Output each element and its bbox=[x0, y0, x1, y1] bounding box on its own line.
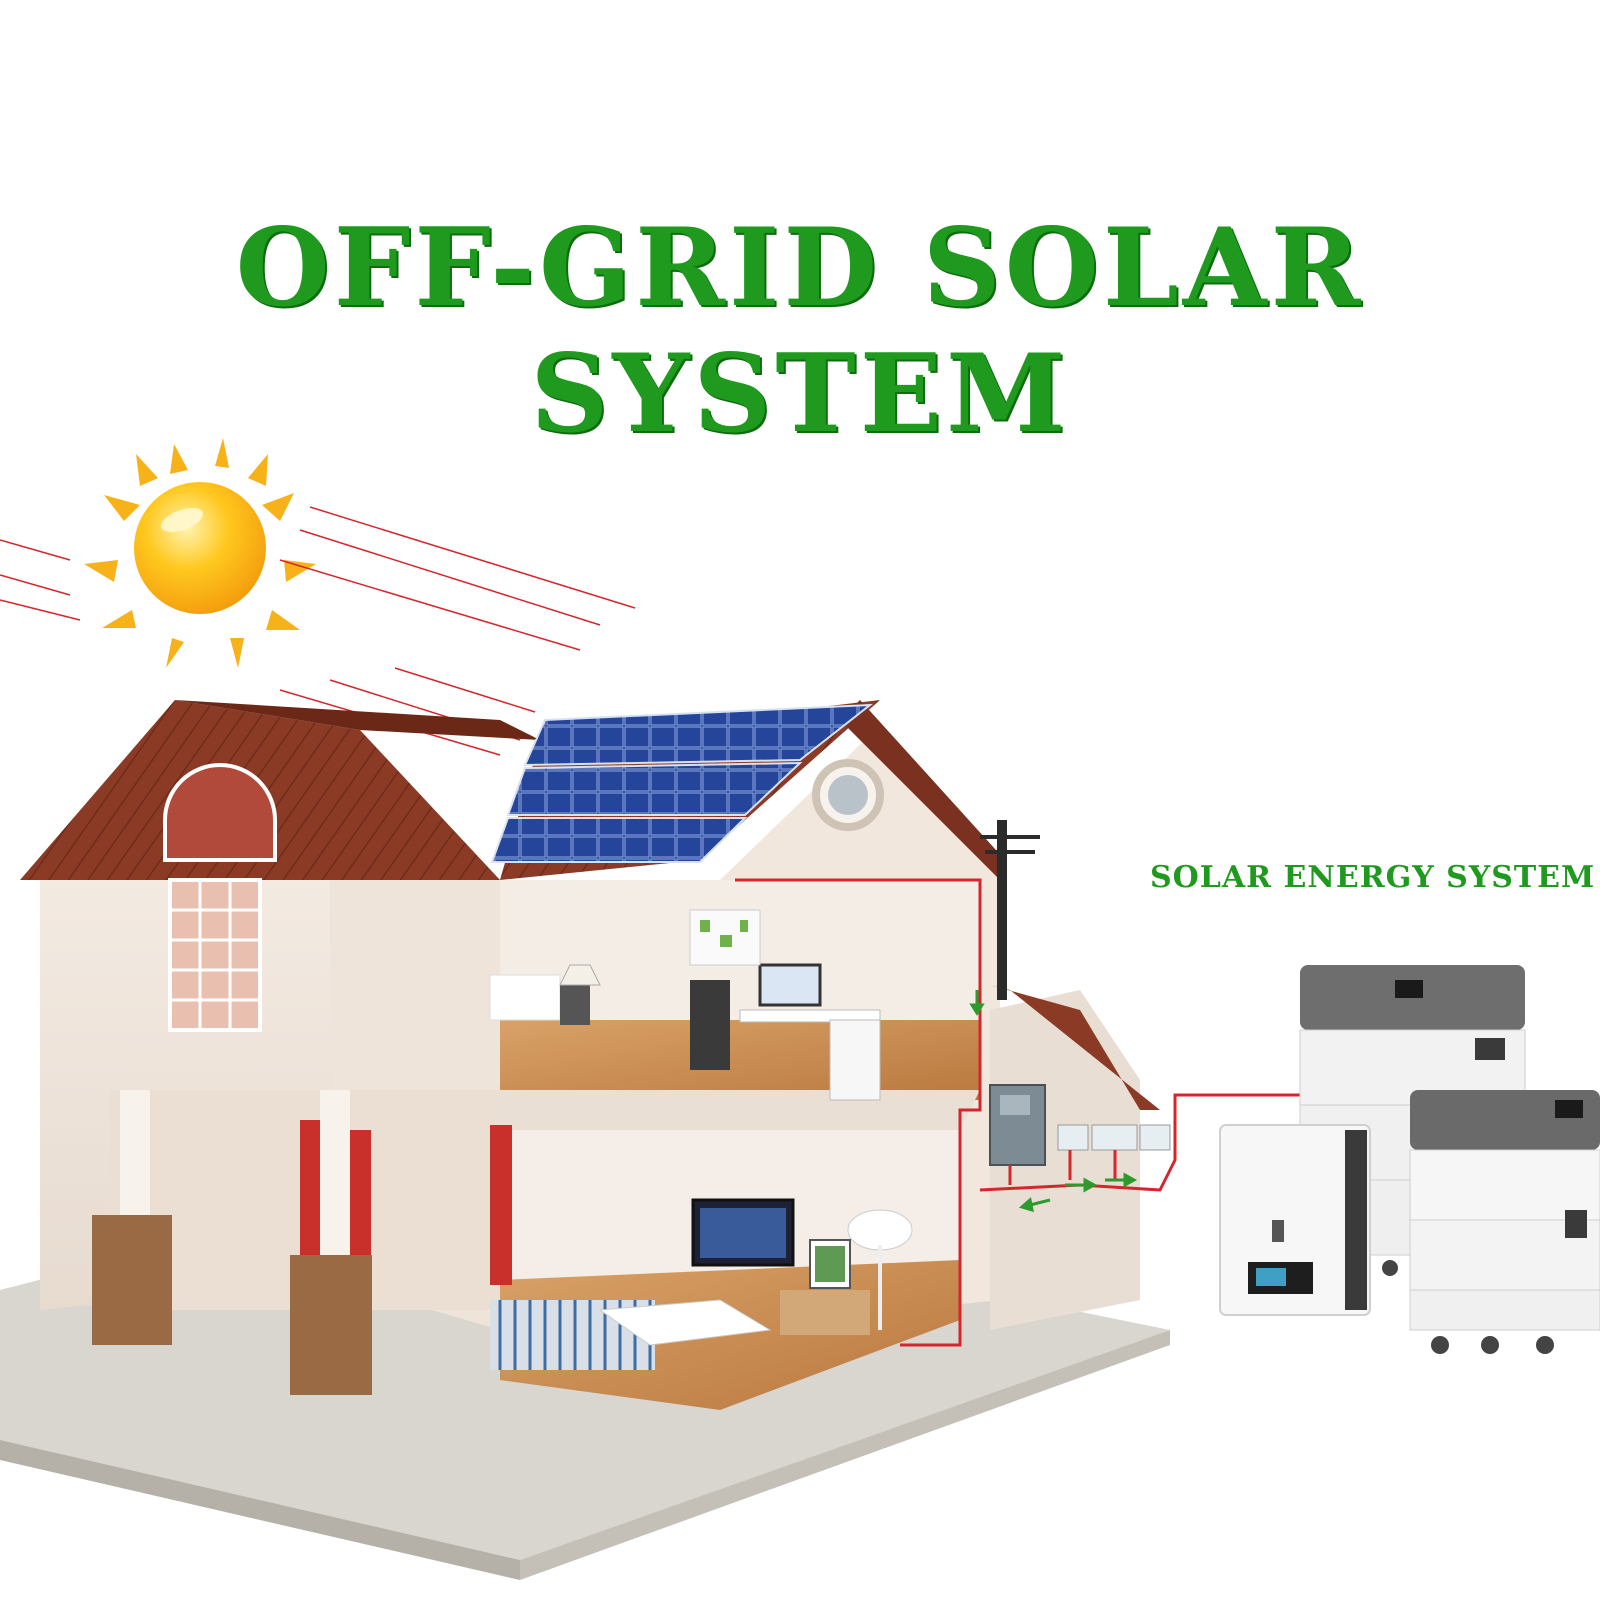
house-icon bbox=[20, 700, 1160, 1410]
power-wiring bbox=[735, 878, 1300, 1347]
sun-icon bbox=[84, 438, 316, 668]
utility-pole-icon bbox=[980, 820, 1040, 1000]
solar-panel-icon bbox=[490, 703, 874, 863]
inverter-icon bbox=[989, 1084, 1171, 1166]
battery-icon bbox=[1219, 965, 1600, 1354]
flow-arrows bbox=[969, 990, 1138, 1213]
sun-rays bbox=[0, 506, 636, 756]
system-label: SOLAR ENERGY SYSTEM bbox=[1150, 860, 1596, 895]
page-title: OFF-GRID SOLAR SYSTEM bbox=[235, 205, 1365, 457]
